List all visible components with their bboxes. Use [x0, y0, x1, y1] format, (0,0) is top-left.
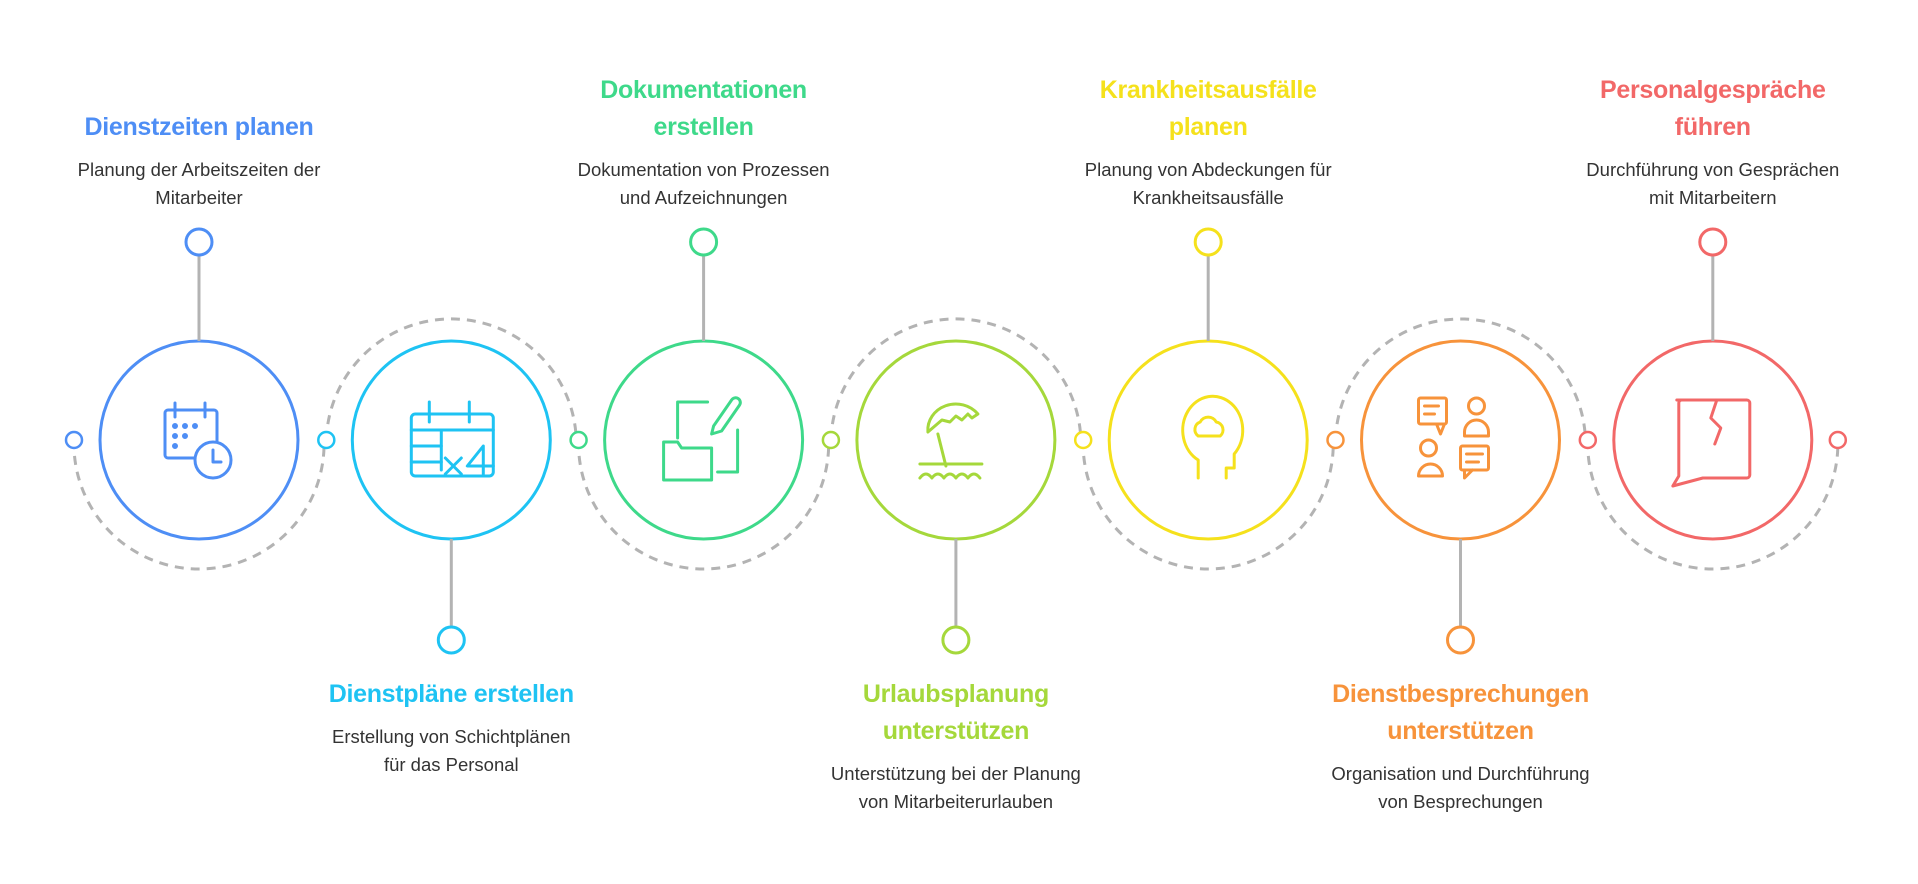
step-circle	[350, 339, 552, 541]
description-line: mit Mitarbeitern	[1649, 187, 1777, 208]
step-title: Dienstzeiten planen	[29, 109, 369, 146]
dashed-arc	[1081, 439, 1335, 571]
connector-node	[1698, 227, 1728, 257]
title-line: Dienstbesprechungen	[1332, 680, 1589, 708]
calendar-clock-icon	[163, 401, 233, 480]
description-line: Erstellung von Schichtplänen	[331, 726, 571, 747]
step-description: Durchführung von Gesprächen mit Mitarbeit…	[1543, 156, 1883, 212]
step-description: Dokumentation von Prozessen und Aufzeichn…	[534, 156, 874, 212]
beach-umbrella-icon	[918, 402, 984, 480]
step-title: Dienstbesprechungen unterstützen	[1291, 676, 1631, 750]
side-node-left	[1073, 430, 1093, 450]
step-7	[1578, 227, 1848, 571]
side-node-left	[821, 430, 841, 450]
connector-node	[941, 625, 971, 655]
side-node-left	[1326, 430, 1345, 450]
title-line: unterstützen	[1387, 717, 1534, 745]
description-line: von Mitarbeiterurlauben	[858, 791, 1054, 812]
schedule-grid-icon	[409, 400, 495, 478]
step-1	[64, 227, 326, 571]
description-line: Organisation und Durchführung	[1331, 763, 1590, 784]
title-line: führen	[1674, 113, 1751, 141]
step-circle	[1612, 339, 1814, 541]
connector-node	[436, 625, 466, 655]
folder-pen-icon	[662, 396, 742, 482]
title-line: Krankheitsausfälle	[1099, 76, 1317, 104]
step-description: Organisation und Durchführung von Besprec…	[1291, 760, 1631, 816]
step-title: Urlaubsplanung unterstützen	[786, 676, 1126, 750]
description-line: und Aufzeichnungen	[619, 187, 788, 208]
side-node-left	[64, 430, 84, 450]
step-title: Dienstpläne erstellen	[281, 676, 621, 713]
connector-node	[1193, 227, 1223, 257]
step-circle	[98, 339, 300, 541]
title-line: Personalgespräche	[1600, 76, 1826, 104]
side-node-right	[1828, 430, 1848, 450]
title-line: erstellen	[653, 113, 754, 141]
step-4	[821, 317, 1083, 655]
step-circle	[603, 339, 805, 541]
title-line: unterstützen	[882, 717, 1030, 745]
side-node-left	[1578, 430, 1598, 450]
broken-speech-bubble-icon	[1671, 398, 1752, 488]
description-line: Planung von Abdeckungen für	[1084, 159, 1332, 180]
title-line: Dienstpläne erstellen	[328, 680, 574, 708]
title-line: Dienstzeiten planen	[84, 113, 314, 141]
connector-node	[689, 227, 719, 257]
description-line: Durchführung von Gesprächen	[1586, 159, 1840, 180]
dashed-arc	[1334, 317, 1588, 449]
step-circle	[855, 339, 1057, 541]
dashed-arc	[72, 439, 326, 571]
side-node-left	[569, 430, 588, 450]
step-5	[1073, 227, 1335, 571]
description-line: für das Personal	[383, 754, 519, 775]
connector-node	[1446, 625, 1475, 655]
description-line: Krankheitsausfälle	[1132, 187, 1284, 208]
step-2	[317, 317, 578, 655]
title-line: Dokumentationen	[600, 76, 807, 104]
dashed-arc	[324, 317, 578, 449]
description-line: Dokumentation von Prozessen	[577, 159, 830, 180]
description-line: Planung der Arbeitszeiten der	[77, 159, 321, 180]
description-line: Mitarbeiter	[155, 187, 243, 208]
step-title: Dokumentationen erstellen	[534, 72, 874, 146]
step-title: Personalgespräche führen	[1543, 72, 1883, 146]
title-line: planen	[1168, 113, 1248, 141]
meeting-chat-icon	[1417, 396, 1490, 480]
description-line: von Besprechungen	[1378, 791, 1543, 812]
head-cloud-icon	[1181, 394, 1245, 480]
dashed-arc	[577, 439, 831, 571]
title-line: Urlaubsplanung	[862, 680, 1049, 708]
connector-node	[184, 227, 214, 257]
step-3	[569, 227, 831, 571]
dashed-arc	[829, 317, 1083, 449]
step-6	[1326, 317, 1588, 655]
side-node-left	[317, 430, 336, 450]
description-line: Unterstützung bei der Planung	[830, 763, 1081, 784]
dashed-arc	[1586, 439, 1840, 571]
step-title: Krankheitsausfälle planen	[1038, 72, 1378, 146]
step-circle	[1107, 339, 1309, 541]
step-circle	[1360, 339, 1561, 541]
step-description: Unterstützung bei der Planung von Mitarbe…	[786, 760, 1126, 816]
step-description: Erstellung von Schichtplänen für das Pers…	[281, 723, 621, 779]
